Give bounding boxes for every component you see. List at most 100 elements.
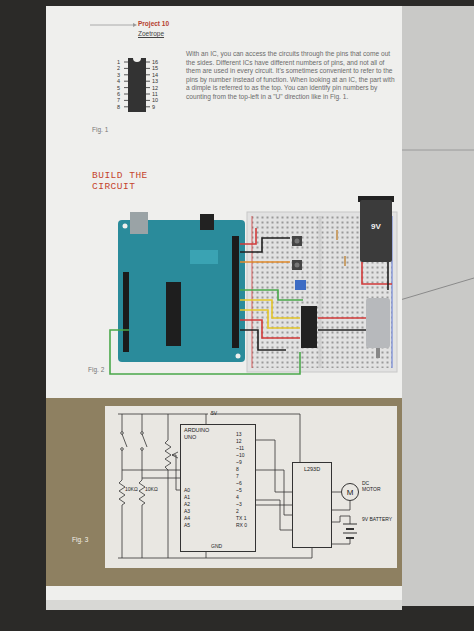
text-label: ~5 xyxy=(236,487,242,493)
arduino-board xyxy=(232,236,239,348)
schematic-wires xyxy=(142,414,143,432)
text-label: 4 xyxy=(236,494,239,500)
schematic-label: 10KΩ xyxy=(125,486,138,492)
schematic-wires xyxy=(122,505,123,558)
pin-number: 8 xyxy=(117,104,120,110)
breadboard-parts xyxy=(292,236,302,246)
schematic-label: 7 xyxy=(236,473,239,479)
schematic-wires xyxy=(142,505,143,558)
text-label: A1 xyxy=(184,494,190,500)
header-arrow xyxy=(90,25,133,26)
arduino-board xyxy=(166,282,181,346)
schematic-wires xyxy=(312,548,313,558)
schematic-wires xyxy=(122,470,123,480)
ic-chip xyxy=(146,94,150,95)
breadboard-parts xyxy=(336,230,338,240)
schematic-label: 9V BATTERY xyxy=(362,516,394,522)
ic-chip xyxy=(128,58,146,112)
ic-chip xyxy=(124,94,128,95)
schematic-wires xyxy=(256,440,292,492)
text-label: 16 xyxy=(152,59,158,65)
arduino-board xyxy=(236,354,241,359)
battery-symbol xyxy=(343,524,357,538)
schematic-wires xyxy=(206,414,207,424)
text-label: 4 xyxy=(117,78,120,84)
breadboard-wires xyxy=(240,320,300,338)
pin-number: 13 xyxy=(152,78,158,84)
ic-box: L293D xyxy=(292,462,332,548)
schematic-wires xyxy=(332,516,350,524)
switch-symbol xyxy=(121,432,124,435)
text-label: 2 xyxy=(117,65,120,71)
text-label: 10 xyxy=(152,97,158,103)
running-header: Zoetrope xyxy=(138,30,164,37)
pin-number: 12 xyxy=(152,85,158,91)
schematic-label: A1 xyxy=(184,494,190,500)
pin-number: 1 xyxy=(117,59,120,65)
breadboard-wires xyxy=(240,228,256,244)
resistor-symbol xyxy=(165,440,171,470)
resistor-symbol xyxy=(139,480,145,505)
schematic-band xyxy=(105,406,397,568)
schematic-wires xyxy=(256,470,292,515)
switch-symbol xyxy=(142,434,147,447)
schematic-wires xyxy=(332,501,350,510)
text-label: Project 10 xyxy=(138,20,169,27)
ic-chip xyxy=(133,58,141,62)
schematic-wires xyxy=(210,414,300,462)
pin-number: 10 xyxy=(152,97,158,103)
ic-chip xyxy=(146,62,150,63)
text-label: DC MOTOR xyxy=(362,480,386,492)
text-label: 7 xyxy=(117,97,120,103)
breadboard-parts xyxy=(295,280,306,290)
schematic-wires xyxy=(118,558,312,559)
arduino-board xyxy=(190,250,218,264)
arduino-board xyxy=(123,272,129,352)
resistor-symbol xyxy=(119,440,178,505)
ic-chip xyxy=(146,81,150,82)
arduino-board xyxy=(118,220,245,362)
text-label: A0 xyxy=(184,487,190,493)
page-background xyxy=(46,6,402,606)
schematic-wires xyxy=(142,450,180,478)
switch-symbol xyxy=(121,448,124,451)
text-label: 12 xyxy=(152,85,158,91)
text-label: 15 xyxy=(152,65,158,71)
schematic-label: 13 xyxy=(236,431,242,437)
breadboard-parts xyxy=(366,298,390,348)
schematic-wires xyxy=(168,470,169,558)
arduino-board xyxy=(118,212,245,362)
breadboard-wires xyxy=(387,262,389,290)
breadboard-parts xyxy=(295,263,300,268)
text-label: ~10 xyxy=(236,452,244,458)
pin-number: 6 xyxy=(117,91,120,97)
text-label: 9V BATTERY xyxy=(362,516,394,522)
breadboard-wires xyxy=(110,228,392,374)
text-label: 6 xyxy=(117,91,120,97)
text-label: 10KΩ xyxy=(125,486,138,492)
schematic-wires xyxy=(168,414,169,440)
schematic-label: 8 xyxy=(236,466,239,472)
ic-chip xyxy=(146,74,150,75)
arduino-board xyxy=(130,212,148,234)
breadboard xyxy=(319,216,322,368)
pin-number: 15 xyxy=(152,65,158,71)
breadboard-wires xyxy=(240,330,286,350)
figure-caption: Fig. 2 xyxy=(88,366,104,373)
schematic-label: ~5 xyxy=(236,487,242,493)
text-label: ~6 xyxy=(236,480,242,486)
switch-symbol xyxy=(121,432,147,451)
running-header: Project 10 xyxy=(138,20,169,27)
text-label: 1 xyxy=(117,59,120,65)
pin-number: 2 xyxy=(117,65,120,71)
text-label: A5 xyxy=(184,522,190,528)
ic-chip xyxy=(124,58,150,112)
breadboard-parts xyxy=(376,348,380,358)
node-label: L293D xyxy=(295,466,329,472)
node-label: 9V xyxy=(360,222,392,231)
ic-chip xyxy=(124,62,128,63)
breadboard-parts xyxy=(301,306,317,348)
pin-number: 14 xyxy=(152,72,158,78)
schematic-wires xyxy=(122,450,180,470)
text-label: 14 xyxy=(152,72,158,78)
